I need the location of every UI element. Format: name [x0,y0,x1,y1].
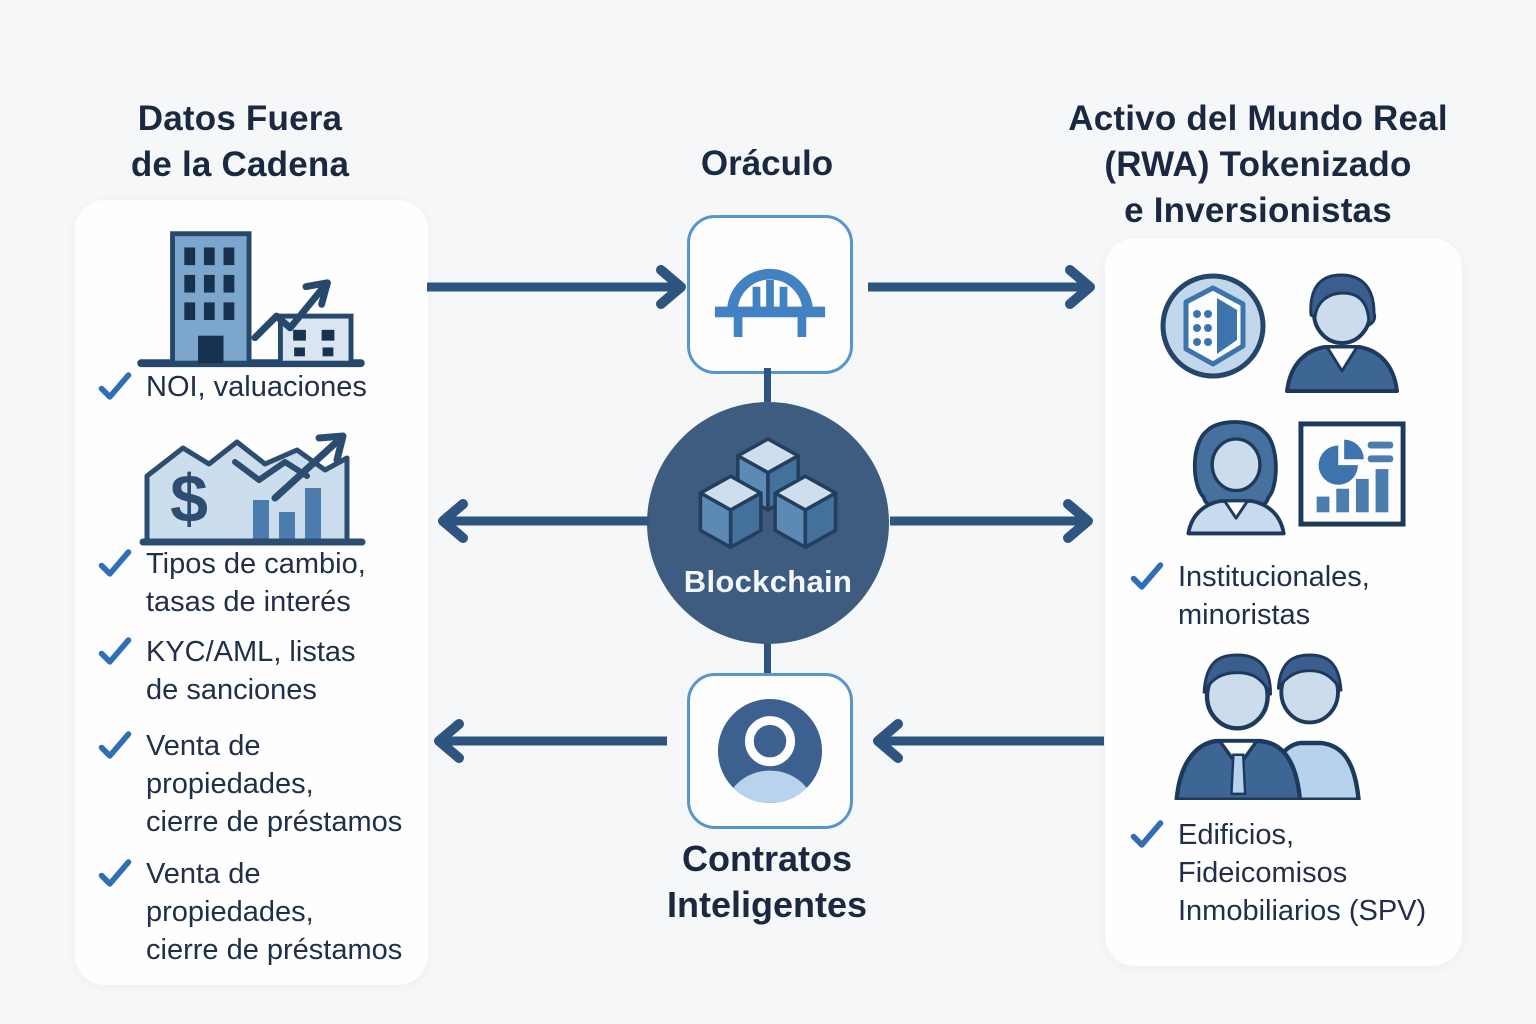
checkmark-icon [98,731,132,759]
right-panel-title: Activo del Mundo Real (RWA) Tokenizado e… [1068,99,1448,230]
arrow-offchain-to-oracle [427,265,686,309]
checklist-item-label: KYC/AML, listas de sanciones [146,636,356,706]
arrow-contracts-to-offchain [434,719,667,763]
oracle-title: Oráculo [700,144,834,183]
checklist-item: Venta de propiedades, cierre de préstamo… [97,855,417,969]
arrow-blockchain-to-offchain [438,499,649,543]
token-building-icon [1157,270,1269,387]
presentation-chart-icon [1297,416,1407,537]
building-growth-icon [131,220,371,372]
checkmark-icon [98,549,132,577]
right-panel-card: Institucionales, minoristas Edificios, F… [1105,238,1462,966]
checklist-item: KYC/AML, listas de sanciones [97,633,417,709]
checklist-item-label: NOI, valuaciones [146,371,367,403]
checklist-item: Tipos de cambio, tasas de interés [97,545,417,621]
left-panel-title: Datos Fuera de la Cadena [130,99,350,184]
checkmark-icon [98,637,132,665]
arrow-oracle-to-rwa [868,265,1095,309]
arrow-blockchain-to-rwa [890,499,1093,543]
checkmark-icon [98,372,132,400]
checklist-item-label: Venta de propiedades, cierre de préstamo… [146,730,403,838]
checklist-item: Venta de propiedades, cierre de préstamo… [97,727,417,841]
person-avatar-icon [717,698,823,804]
checkmark-icon [98,859,132,887]
checkmark-icon [1130,820,1164,848]
checklist-item-label: Edificios, Fideicomisos Inmobiliarios (S… [1178,819,1427,927]
checklist-item-label: Tipos de cambio, tasas de interés [146,548,366,618]
two-investors-icon [1163,643,1383,805]
finance-chart-icon: $ [135,412,370,552]
blockchain-label: Blockchain [683,564,853,599]
checklist-item: Edificios, Fideicomisos Inmobiliarios (S… [1129,816,1459,930]
blockchain-node: Blockchain [647,402,889,644]
connector-blockchain-contracts [764,644,771,674]
connector-oracle-blockchain [764,368,771,402]
dollar-symbol: $ [170,461,208,537]
arrow-rwa-to-contracts [873,719,1104,763]
male-investor-icon [1277,263,1407,398]
checkmark-icon [1130,562,1164,590]
oracle-node [687,215,853,374]
bridge-icon [714,268,826,338]
contracts-title: Contratos Inteligentes [666,838,868,925]
checklist-item-label: Institucionales, minoristas [1178,561,1370,631]
checklist-item: NOI, valuaciones [97,368,407,406]
contracts-node [687,673,853,829]
left-panel-card: NOI, valuaciones $ Tipos de cambio, tasa… [75,200,428,985]
checklist-item-label: Venta de propiedades, cierre de préstamo… [146,858,403,966]
cubes-icon [698,437,838,550]
female-analyst-icon [1175,403,1299,542]
checklist-item: Institucionales, minoristas [1129,558,1449,634]
